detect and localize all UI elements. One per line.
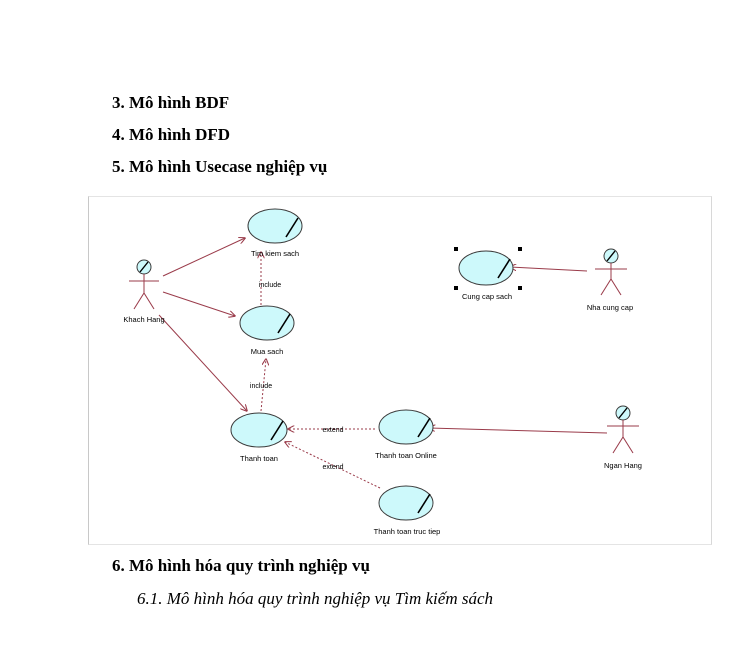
assoc-nh-online	[429, 428, 608, 434]
actor-label-ngan-hang: Ngan Hang	[604, 461, 642, 470]
extend-line-2	[285, 442, 381, 489]
actor-label-khach-hang: Khach Hang	[123, 315, 164, 324]
actor-nha-cung-cap	[595, 248, 627, 296]
usecase-mua-sach	[239, 305, 295, 341]
assoc-khach-tim	[162, 238, 245, 277]
usecase-label-cung-cap-sach: Cung cap sach	[462, 292, 512, 301]
section-heading-4: 4. Mô hình DFD	[112, 125, 231, 144]
usecase-label-thanh-toan-truc-tiep: Thanh toan truc tiep	[374, 527, 441, 536]
section-heading-6: 6. Mô hình hóa quy trình nghiệp vụ	[112, 556, 370, 575]
extend-label-2: extend	[322, 464, 343, 471]
include-label-1: include	[259, 282, 281, 289]
usecase-label-mua-sach: Mua sach	[251, 347, 284, 356]
section-heading-3: 3. Mô hình BDF	[112, 93, 230, 112]
usecase-diagram-canvas: Khach Hang Nha cung cap Ngan Hang Tim ki…	[123, 208, 642, 536]
assoc-khach-thanhtoan	[158, 314, 247, 411]
assoc-ncc-cungcap	[510, 267, 588, 272]
extend-label-1: extend	[322, 427, 343, 434]
actor-label-nha-cung-cap: Nha cung cap	[587, 303, 633, 312]
include-label-2: include	[250, 383, 272, 390]
usecase-thanh-toan	[230, 412, 288, 448]
usecase-label-thanh-toan: Thanh toan	[240, 454, 278, 463]
actor-khach-hang	[129, 259, 159, 310]
usecase-tim-kiem-sach	[247, 208, 303, 244]
usecase-label-thanh-toan-online: Thanh toan Online	[375, 451, 437, 460]
selection-handles	[454, 247, 522, 290]
subsection-heading-6-1: 6.1. Mô hình hóa quy trình nghiệp vụ Tìm…	[137, 589, 494, 608]
include-line-2	[260, 359, 266, 412]
assoc-khach-mua	[162, 291, 235, 316]
actor-ngan-hang	[607, 405, 639, 454]
usecase-diagram: Khach Hang Nha cung cap Ngan Hang Tim ki…	[88, 196, 712, 545]
section-heading-5: 5. Mô hình Usecase nghiệp vụ	[112, 157, 328, 176]
usecase-label-tim-kiem-sach: Tim kiem sach	[251, 249, 299, 258]
